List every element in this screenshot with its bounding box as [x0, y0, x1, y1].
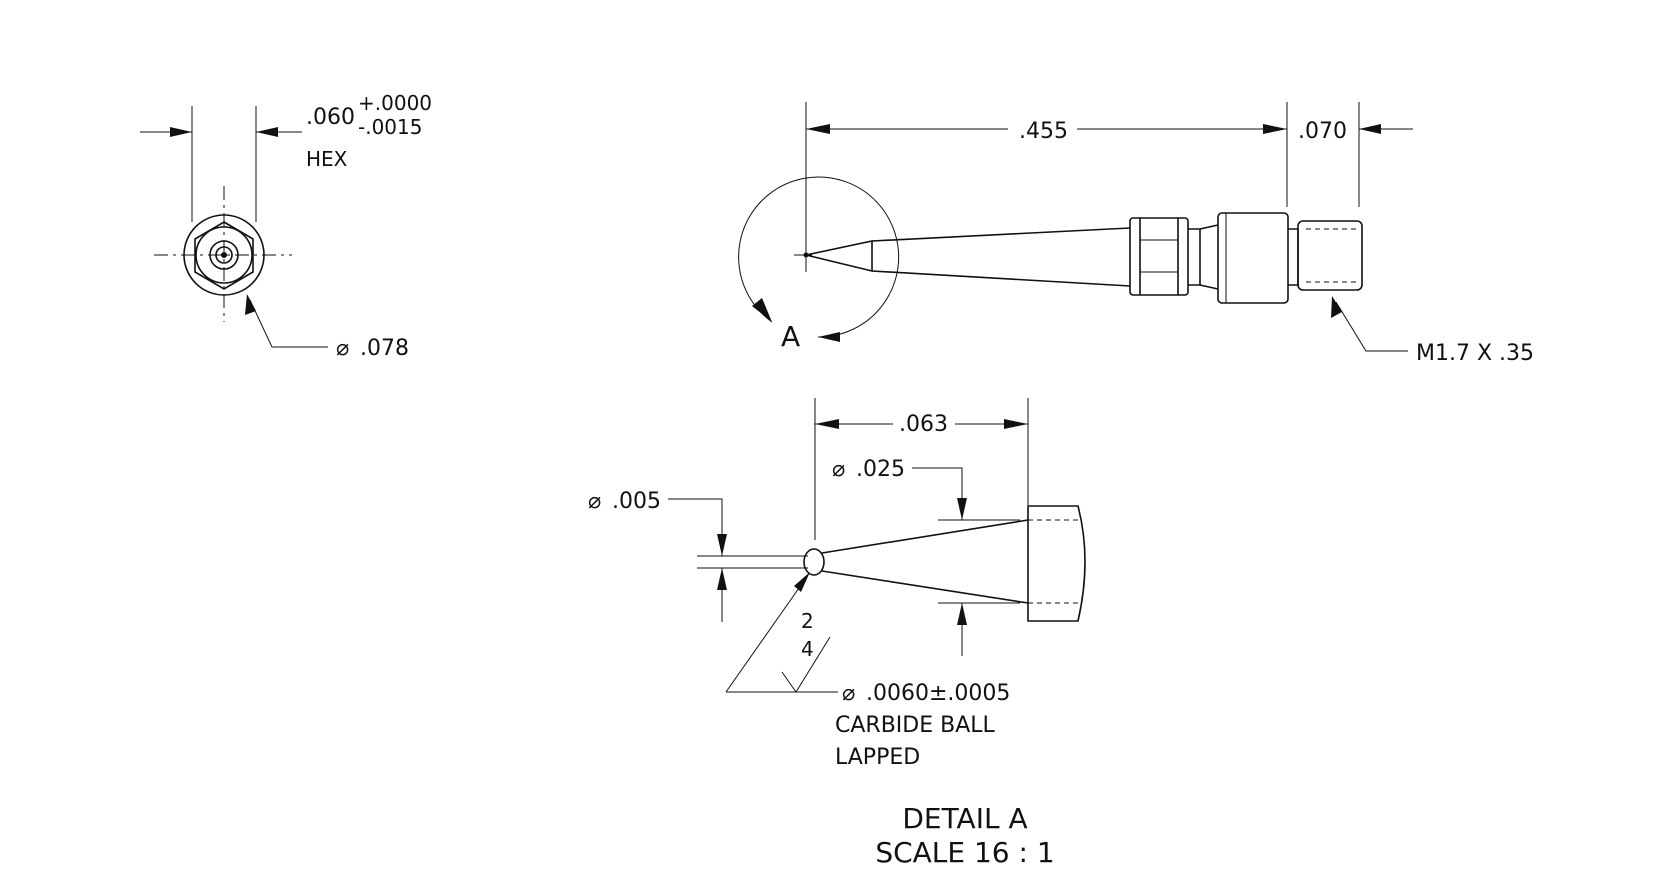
cone-diameter-dim: .025: [856, 457, 905, 482]
detail-length-dim: .063: [899, 412, 948, 437]
side-thread-length-dim: .070: [1298, 119, 1347, 144]
ball-diameter-dim: .0060±.0005: [866, 681, 1010, 706]
detail-callout-label: A: [781, 320, 800, 353]
ball-finish: LAPPED: [835, 745, 920, 770]
side-length-dim: .455: [1019, 119, 1068, 144]
hex-tol-minus: -.0015: [358, 115, 422, 139]
hex-diameter-dim: .078: [360, 336, 409, 361]
hex-diameter-symbol: ⌀: [336, 336, 349, 361]
tip-diameter-dim: .005: [612, 489, 661, 514]
surface-finish-top: 2: [801, 609, 814, 633]
detail-scale: SCALE 16 : 1: [875, 836, 1054, 869]
hex-end-view: .060 +.0000 -.0015 HEX ⌀ .078: [140, 91, 432, 361]
cone-diameter-symbol: ⌀: [832, 457, 845, 482]
detail-title: DETAIL A: [902, 802, 1027, 835]
side-view: .455 .070 A M1.7 X .35: [738, 102, 1534, 366]
hex-label: HEX: [306, 147, 348, 171]
ball-material: CARBIDE BALL: [835, 713, 996, 738]
ball-diameter-symbol: ⌀: [842, 681, 855, 706]
hex-tol-plus: +.0000: [358, 91, 432, 115]
thread-spec: M1.7 X .35: [1416, 341, 1534, 366]
surface-finish-bottom: 4: [801, 637, 814, 661]
detail-a-view: .063 ⌀ .025 ⌀ .005 2 4 ⌀ .0060±.0005 CAR…: [588, 398, 1086, 869]
hex-across-flats-dim: .060: [306, 105, 355, 130]
tip-diameter-symbol: ⌀: [588, 489, 601, 514]
